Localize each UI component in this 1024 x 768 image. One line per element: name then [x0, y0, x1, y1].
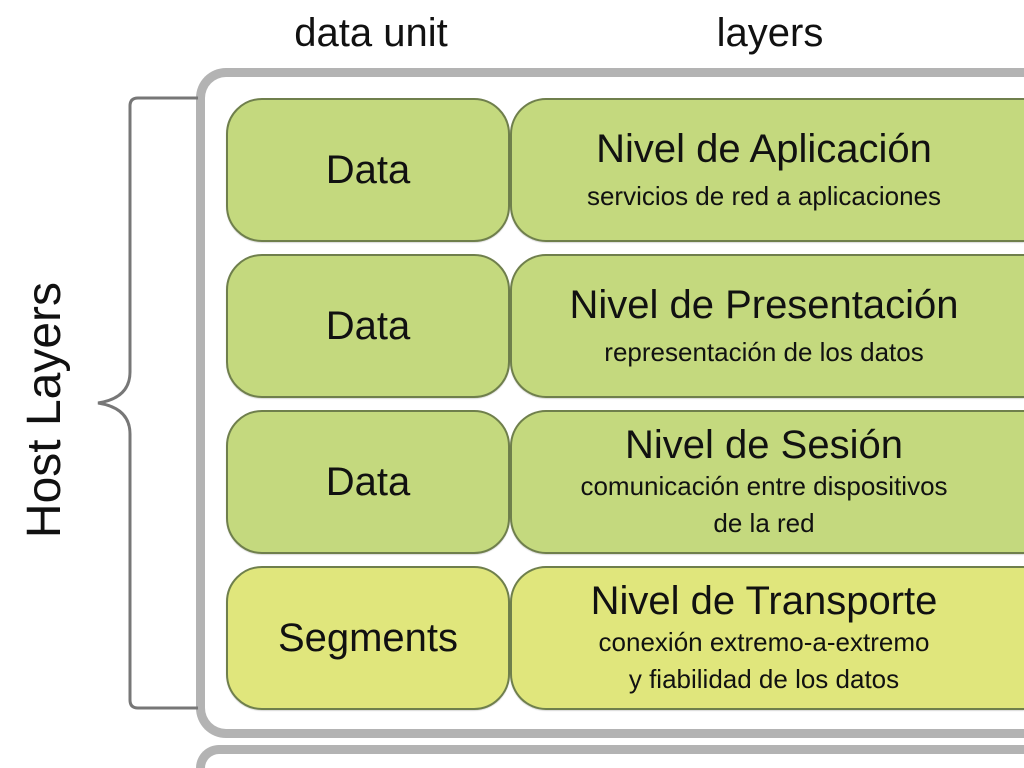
data-unit-box: Data — [226, 410, 510, 554]
layer-description: representación de los datos — [604, 336, 924, 367]
layer-box-presentation: Nivel de Presentación representación de … — [510, 254, 1024, 398]
data-unit-box: Data — [226, 98, 510, 242]
layer-title: Nivel de Presentación — [569, 282, 959, 327]
layer-title: Nivel de Aplicación — [596, 126, 932, 171]
media-layers-frame — [196, 745, 1024, 768]
layer-description: servicios de red a aplicaciones — [586, 180, 942, 211]
layer-box-transport: Nivel de Transporte conexión extremo-a-e… — [510, 566, 1024, 710]
layer-description-line-2: de la red — [713, 508, 815, 538]
layer-title: Nivel de Sesión — [625, 423, 903, 467]
data-unit-label: Data — [325, 459, 411, 504]
layer-description-line-2: y fiabilidad de los datos — [628, 664, 900, 694]
column-header-layers: layers — [716, 11, 824, 55]
data-unit-label: Segments — [277, 615, 459, 660]
layer-box-session: Nivel de Sesión comunicación entre dispo… — [510, 410, 1024, 554]
column-header-data-unit: data unit — [294, 11, 448, 55]
layer-description-line-1: comunicación entre dispositivos — [580, 471, 948, 501]
data-unit-box: Data — [226, 254, 510, 398]
host-layers-label: Host Layers — [18, 281, 71, 539]
layer-description-line-1: conexión extremo-a-extremo — [598, 627, 930, 657]
segments-unit-box: Segments — [226, 566, 510, 710]
layer-title: Nivel de Transporte — [590, 579, 938, 623]
data-unit-label: Data — [325, 147, 411, 192]
layer-box-application: Nivel de Aplicación servicios de red a a… — [510, 98, 1024, 242]
data-unit-label: Data — [325, 303, 411, 348]
curly-bracket-icon — [97, 96, 198, 710]
